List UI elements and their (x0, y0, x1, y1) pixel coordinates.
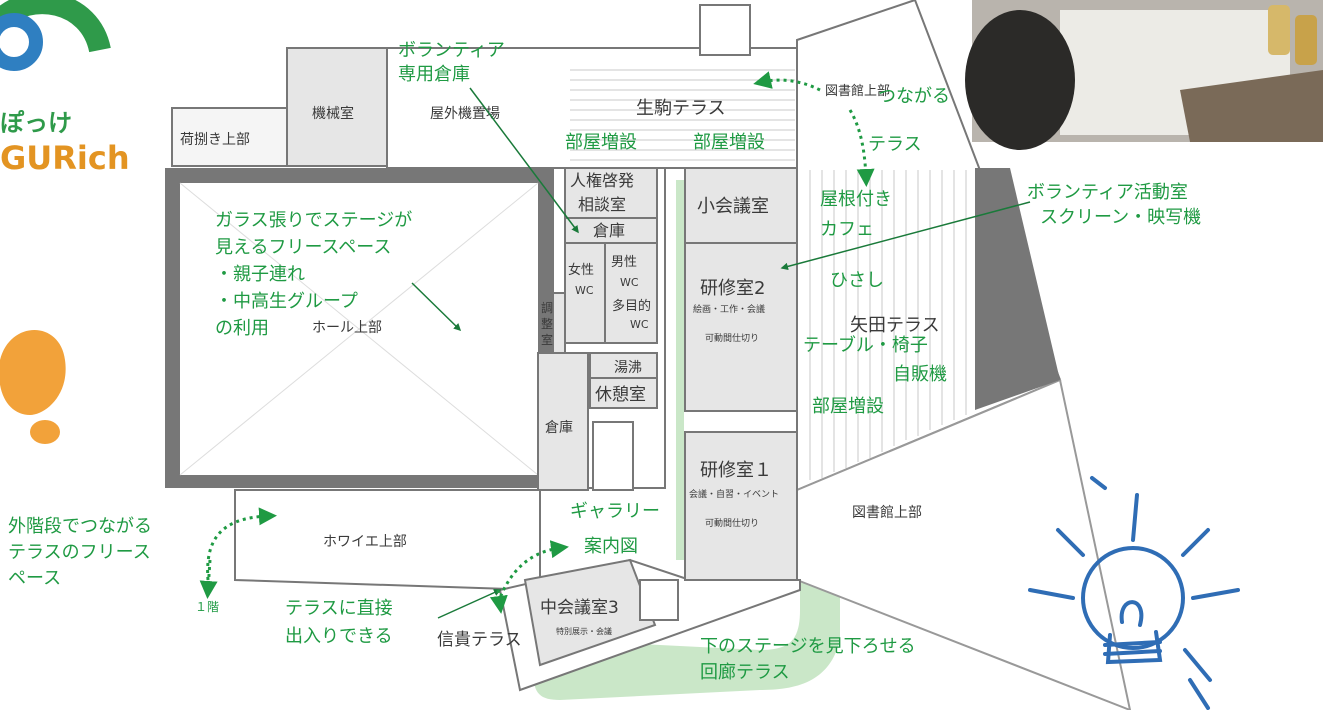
room-chukaigi-sub: 特別展示・会議 (556, 626, 612, 636)
note-kairou-1: 下のステージを見下ろせる (700, 636, 916, 657)
central-rooms (523, 167, 798, 667)
room-josei-1: 女性 (568, 262, 594, 278)
room-souko-small: 倉庫 (593, 221, 625, 240)
note-heya-zousetsu-1: 部屋増設 (565, 132, 637, 153)
note-ikkai: １階 (195, 599, 219, 614)
dotted-arrows (199, 71, 875, 614)
room-chousei-3: 室 (541, 332, 553, 347)
note-yane-cafe-1: 屋根付き (820, 189, 892, 210)
lightbulb-icon (1028, 476, 1240, 710)
room-toshokan-bottom: 図書館上部 (852, 504, 922, 521)
room-kyuukei: 休憩室 (595, 385, 646, 405)
note-kairou-2: 回廊テラス (700, 662, 790, 683)
room-dansei-1: 男性 (611, 255, 637, 270)
note-sotokaidan-3: ペース (8, 568, 61, 589)
room-kikaishitsu: 機械室 (312, 105, 354, 122)
room-hall: ホール上部 (312, 320, 382, 336)
room-shoukaigi: 小会議室 (697, 196, 769, 217)
note-glass-stage-2: 見えるフリースペース (215, 237, 391, 258)
note-tsunagaru-1: つながる (878, 86, 950, 107)
note-glass-stage-5: の利用 (215, 318, 269, 339)
note-tsunagaru-2: テラス (868, 134, 922, 155)
room-josei-2: WC (575, 284, 594, 297)
note-glass-stage-4: ・中高生グループ (215, 291, 358, 312)
note-table-isu: テーブル・椅子 (803, 334, 928, 356)
note-glass-stage-1: ガラス張りでステージが (215, 210, 412, 231)
room-dansei-2: WC (620, 276, 639, 289)
room-chukaigi: 中会議室3 (540, 598, 619, 618)
room-kenshu1-wall: 可動間仕切り (705, 517, 759, 529)
room-toshokan-top: 図書館上部 (825, 84, 890, 99)
hall-block (165, 168, 553, 488)
room-shigi-terrace: 信貴テラス (437, 630, 522, 650)
right-wall (975, 168, 1060, 410)
pointer-lines (411, 87, 1031, 619)
note-glass-stage-3: ・親子連れ (215, 264, 305, 285)
note-sotokaidan-1: 外階段でつながる (8, 516, 152, 537)
room-chousei-1: 調 (541, 301, 553, 315)
note-volunteer-room-2: スクリーン・映写機 (1040, 207, 1201, 228)
room-yata-terrace: 矢田テラス (850, 315, 940, 336)
room-kenshu1-sub: 会議・自習・イベント (689, 488, 779, 500)
room-souko-large: 倉庫 (545, 419, 573, 436)
note-sotokaidan-2: テラスのフリース (8, 542, 151, 563)
note-heya-zousetsu-3: 部屋増設 (812, 396, 884, 417)
room-yuwakashi: 湯沸 (614, 359, 642, 376)
workshop-photo (965, 0, 1323, 150)
room-kenshu1: 研修室１ (700, 460, 772, 481)
room-chousei-2: 整 (541, 316, 553, 331)
note-volunteer-room-1: ボランティア活動室 (1027, 182, 1188, 203)
note-jihanki: 自販機 (893, 364, 947, 385)
room-tamokuteki-1: 多目的 (612, 298, 651, 314)
room-howaie: ホワイエ上部 (323, 534, 407, 550)
note-yane-cafe-2: カフェ (820, 219, 874, 240)
note-terrace-direct-2: 出入りできる (285, 626, 393, 647)
room-kenshu2-wall: 可動間仕切り (705, 332, 759, 344)
note-heya-zousetsu-2: 部屋増設 (693, 132, 765, 153)
logo: ぽっけ GURich (0, 0, 130, 177)
note-volunteer-storage-1: ボランティア (398, 40, 505, 61)
note-gallery: ギャラリー (570, 501, 660, 522)
logo-line2: GURich (0, 139, 130, 177)
note-annaizu: 案内図 (584, 536, 638, 557)
note-hisashi: ひさし (830, 270, 884, 291)
note-terrace-direct-1: テラスに直接 (285, 598, 393, 619)
terrace-hatch (570, 69, 967, 480)
room-kenshu2-sub: 絵画・工作・会議 (693, 303, 765, 315)
room-tamokuteki-2: WC (630, 318, 649, 331)
room-okugaiki: 屋外機置場 (430, 106, 500, 122)
room-nisabaki: 荷捌き上部 (180, 132, 250, 148)
room-jinken-1: 人権啓発 (570, 171, 634, 190)
room-ikoma-terrace: 生駒テラス (636, 98, 726, 119)
exclamation-icon (0, 330, 66, 444)
room-kenshu2: 研修室2 (700, 278, 765, 299)
note-volunteer-storage-2: 専用倉庫 (398, 64, 470, 85)
room-jinken-2: 相談室 (578, 195, 626, 214)
logo-line1: ぽっけ (0, 109, 72, 137)
